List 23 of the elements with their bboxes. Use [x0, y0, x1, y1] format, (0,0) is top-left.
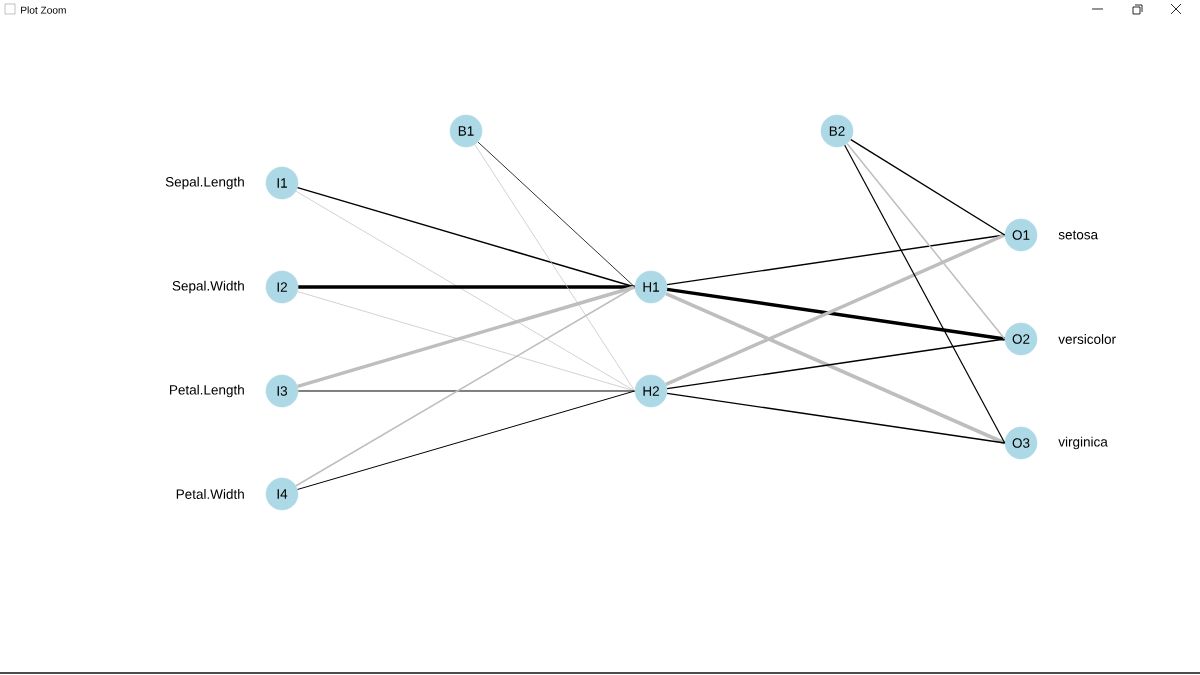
connection-line	[295, 286, 636, 487]
node-label: virginica	[1058, 436, 1108, 450]
connection-line	[477, 141, 636, 288]
node-label: setosa	[1058, 230, 1099, 240]
connection-line	[850, 138, 1006, 236]
connection-line	[666, 392, 1006, 444]
connection-line	[474, 144, 636, 392]
connection-line	[666, 338, 1006, 390]
connection-line	[298, 285, 635, 289]
node-label: Petal.Width	[176, 489, 244, 499]
node-label: versicolor	[1058, 334, 1116, 344]
node-label: Petal.Length	[170, 384, 244, 398]
connection-line	[844, 144, 1006, 444]
connection-line	[846, 142, 1006, 340]
connection-line	[665, 233, 1006, 386]
connection-line	[297, 390, 636, 392]
node-label: Sepal.Length	[165, 176, 244, 190]
connection-line	[297, 390, 636, 490]
node-label: Sepal.Width	[172, 280, 244, 294]
connection-line	[666, 287, 1005, 341]
window-title: Plot Zoom	[21, 6, 66, 14]
connection-line	[295, 190, 636, 392]
connection-line	[665, 291, 1006, 445]
